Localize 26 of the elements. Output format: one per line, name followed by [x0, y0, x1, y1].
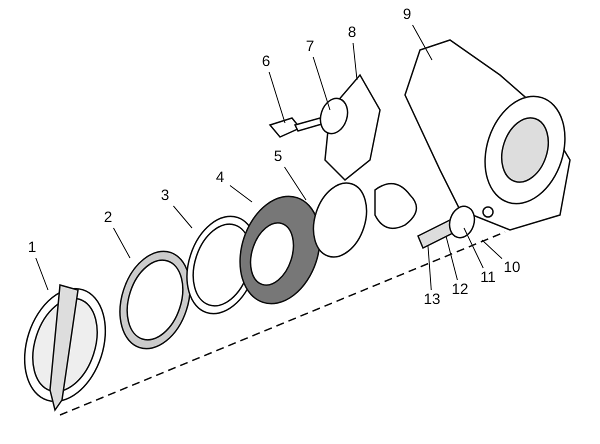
callout-number: 1	[22, 238, 42, 258]
leader-line	[312, 56, 330, 110]
callout-number: 2	[98, 208, 118, 228]
callout-number: 3	[155, 186, 175, 206]
leader-line	[284, 166, 306, 200]
leader-line	[412, 24, 432, 60]
leader-line	[268, 72, 286, 124]
callout-number: 13	[422, 290, 442, 310]
callout-number: 6	[256, 52, 276, 72]
leader-line	[113, 228, 130, 258]
leader-line	[352, 42, 358, 80]
callout-number: 11	[478, 268, 498, 288]
callout-number: 8	[342, 23, 362, 43]
callout-number: 4	[210, 168, 230, 188]
leader-line	[172, 206, 192, 228]
leader-line	[446, 236, 458, 280]
callout-number: 7	[300, 37, 320, 57]
callout-number: 5	[268, 147, 288, 167]
leader-line	[428, 246, 432, 290]
callout-number: 12	[450, 280, 470, 300]
leader-line	[35, 258, 48, 290]
callout-number: 10	[502, 258, 522, 278]
leader-line	[464, 228, 484, 268]
leader-line	[230, 185, 252, 202]
callout-number: 9	[397, 5, 417, 25]
leader-line	[482, 240, 502, 260]
